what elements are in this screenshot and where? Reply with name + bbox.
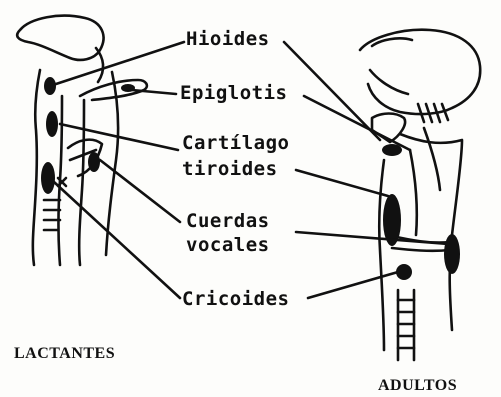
label-vocales: vocales — [186, 236, 270, 255]
group-label-infant: LACTANTES — [14, 346, 115, 362]
group-label-adult: ADULTOS — [378, 378, 457, 394]
infant-thyroid-mark — [46, 111, 58, 137]
label-cricoides: Cricoides — [182, 290, 289, 309]
label-hioides: Hioides — [186, 30, 270, 49]
infant-hyoid-mark — [44, 77, 56, 95]
label-cartilago: Cartílago — [182, 134, 289, 153]
label-epiglotis: Epiglotis — [180, 84, 287, 103]
infant-larynx-drawing — [17, 16, 147, 265]
label-tiroides: tiroides — [182, 160, 278, 179]
adult-vocalfold-mark — [444, 234, 460, 274]
label-cuerdas: Cuerdas — [186, 212, 270, 231]
infant-vocalfold-mark — [88, 152, 100, 172]
infant-cricoid-mark — [41, 162, 55, 194]
adult-larynx-drawing — [360, 30, 480, 360]
